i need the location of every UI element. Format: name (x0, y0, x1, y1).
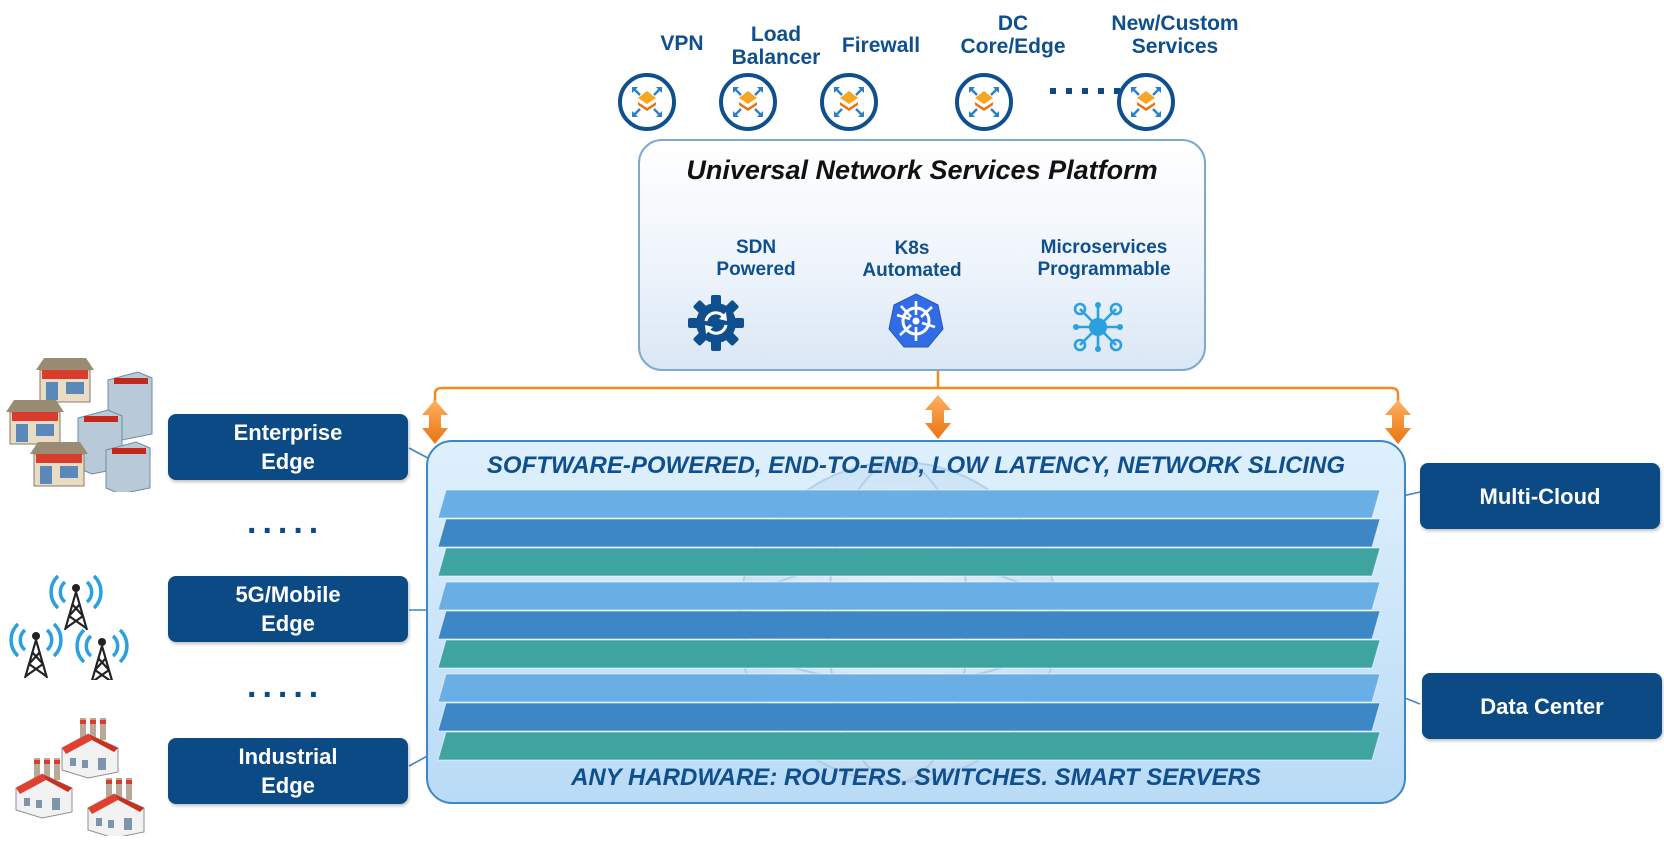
cell-tower (49, 574, 103, 631)
feature-label-sdn: SDN Powered (716, 237, 796, 280)
data-center-box: Data Center (1422, 673, 1662, 739)
service-label-load-balancer: Load Balancer (731, 23, 821, 69)
feature-label-k8s: K8s Automated (862, 238, 962, 281)
router-icon (955, 73, 1013, 131)
service-label-vpn: VPN (660, 32, 704, 55)
microservices-icon (1073, 302, 1123, 352)
network-fabric: SOFTWARE-POWERED, END-TO-END, LOW LATENC… (426, 440, 1406, 804)
router-icon (820, 73, 878, 131)
fabric-layer-slab (437, 547, 1381, 577)
fabric-layer-slab (437, 639, 1381, 669)
cell-towers-icon (9, 574, 129, 680)
services-ellipsis-dots (1050, 88, 1120, 94)
router-icon (1117, 73, 1175, 131)
fabric-layer-slab (437, 673, 1381, 703)
fabric-layer-slab (437, 610, 1381, 640)
service-label-dc-core-edge: DC Core/Edge (960, 12, 1066, 58)
factory (15, 758, 73, 819)
fabric-layer-slab (437, 731, 1381, 761)
cell-tower (75, 628, 129, 680)
service-label-new-custom: New/Custom Services (1111, 12, 1239, 58)
universal-network-services-platform: Universal Network Services Platform SDN … (638, 139, 1206, 371)
mobile-edge-box: 5G/Mobile Edge (168, 576, 408, 642)
factories-icon (15, 718, 145, 836)
router-icon (719, 73, 777, 131)
fabric-layer-slab (437, 581, 1381, 611)
fabric-bottom-caption: ANY HARDWARE: ROUTERS. SWITCHES. SMART S… (571, 764, 1261, 791)
edge-ellipsis-bottom: ..... (247, 667, 325, 705)
fabric-layer-slab (437, 518, 1381, 548)
fabric-layer-slab (437, 489, 1381, 519)
orange-bracket-line (433, 371, 1400, 402)
router-icon (618, 73, 676, 131)
industrial-edge-box: Industrial Edge (168, 738, 408, 804)
multi-cloud-box: Multi-Cloud (1420, 463, 1660, 529)
fabric-top-caption: SOFTWARE-POWERED, END-TO-END, LOW LATENC… (486, 452, 1346, 479)
double-arrow-right (1385, 400, 1411, 444)
edge-ellipsis-top: ..... (247, 503, 325, 541)
fabric-layers (437, 461, 1381, 783)
fabric-layer-slab (437, 702, 1381, 732)
enterprise-edge-box: Enterprise Edge (168, 414, 408, 480)
factory (61, 718, 119, 779)
buildings-icon (6, 358, 153, 492)
factory (87, 778, 145, 836)
cell-tower (9, 622, 63, 679)
feature-label-microservices: Microservices Programmable (1037, 237, 1171, 280)
double-arrow-left (422, 400, 448, 444)
kubernetes-icon (888, 293, 944, 348)
gear-sync-icon (688, 295, 744, 351)
platform-title: Universal Network Services Platform (686, 155, 1158, 185)
service-label-firewall: Firewall (841, 34, 921, 57)
double-arrow-center (925, 395, 951, 439)
